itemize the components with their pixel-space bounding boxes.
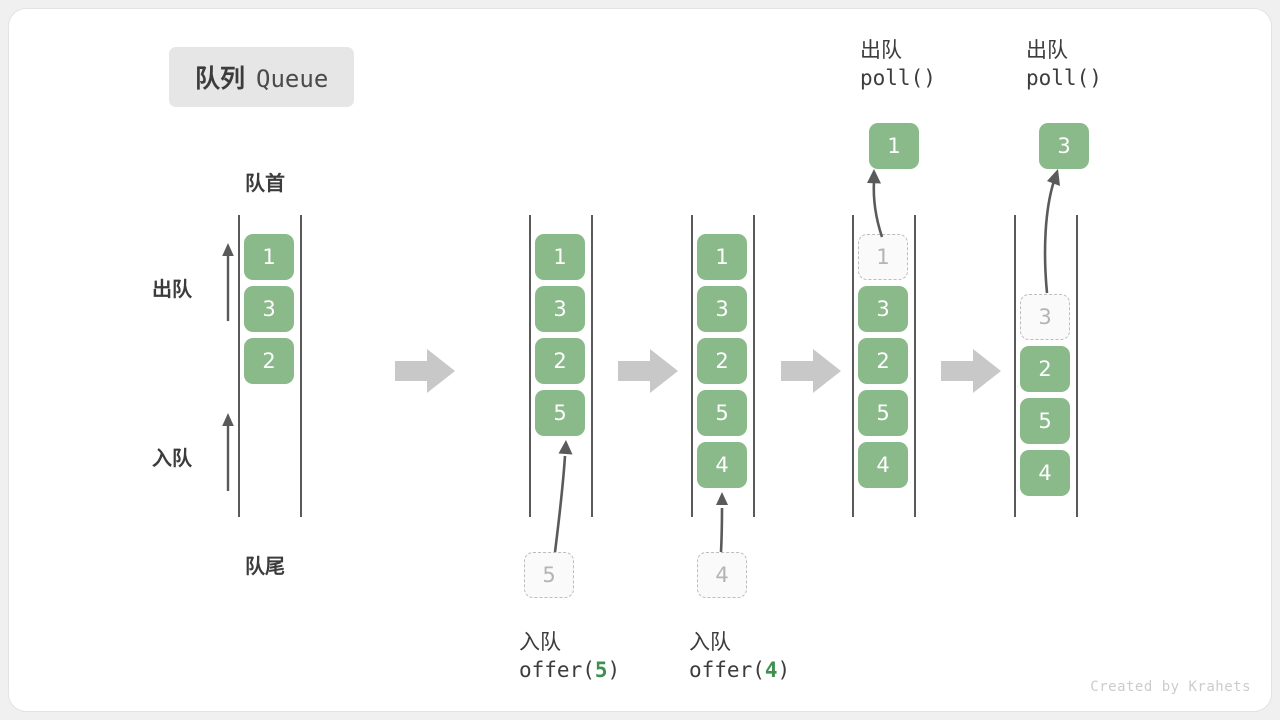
step-arrow-icon (395, 349, 455, 393)
queue-rail-left-col5 (1014, 215, 1016, 517)
queue-cell: 5 (535, 390, 585, 436)
dequeue-direction-arrow-icon (222, 243, 234, 321)
queue-cell-removed: 3 (1020, 294, 1070, 340)
queue-cell: 5 (1020, 398, 1070, 444)
queue-cell: 1 (244, 234, 294, 280)
poll-1-cn: 出队 (860, 38, 902, 62)
title-english: Queue (256, 65, 329, 93)
queue-rail-right-col5 (1076, 215, 1078, 517)
queue-cell: 3 (244, 286, 294, 332)
popped-element: 3 (1039, 123, 1089, 169)
queue-rail-left-col2 (529, 215, 531, 517)
queue-rail-left-col1 (238, 215, 240, 517)
queue-cell: 3 (858, 286, 908, 332)
queue-cell: 4 (858, 442, 908, 488)
offer-5-operation-label: 入队 offer(5) (519, 629, 620, 684)
queue-cell: 4 (1020, 450, 1070, 496)
enqueue-direction-label: 入队 (152, 446, 192, 470)
diagram-title-badge: 队列 Queue (169, 47, 355, 107)
queue-cell: 2 (697, 338, 747, 384)
enqueue-arrow-icon (553, 440, 573, 553)
incoming-element-ghost: 4 (697, 552, 747, 598)
poll-2-cn: 出队 (1026, 38, 1068, 62)
offer-4-operation-label: 入队 offer(4) (689, 629, 790, 684)
queue-rail-right-col1 (300, 215, 302, 517)
queue-cell: 2 (535, 338, 585, 384)
queue-cell: 2 (1020, 346, 1070, 392)
queue-cell-removed: 1 (858, 234, 908, 280)
queue-cell: 3 (535, 286, 585, 332)
queue-cell: 5 (858, 390, 908, 436)
enqueue-arrow-icon (716, 492, 728, 553)
dequeue-arrow-icon (1043, 169, 1060, 294)
queue-tail-label: 队尾 (245, 554, 285, 578)
offer-4-cn: 入队 (689, 630, 731, 654)
step-arrow-icon (781, 349, 841, 393)
popped-element: 1 (869, 123, 919, 169)
queue-cell: 3 (697, 286, 747, 332)
enqueue-direction-arrow-icon (222, 413, 234, 491)
step-arrow-icon (941, 349, 1001, 393)
queue-rail-left-col4 (852, 215, 854, 517)
queue-cell: 2 (858, 338, 908, 384)
watermark-credit: Created by Krahets (1090, 679, 1251, 695)
queue-cell: 1 (697, 234, 747, 280)
poll-1-operation-label: 出队 poll() (860, 37, 936, 92)
dequeue-arrow-icon (867, 169, 884, 238)
queue-cell: 1 (535, 234, 585, 280)
offer-5-cn: 入队 (519, 630, 561, 654)
diagram-stage: 队列 Queue 队首 队尾 出队 入队 1 3 2 1 3 2 (9, 9, 1271, 711)
queue-rail-right-col2 (591, 215, 593, 517)
poll-1-code: poll() (860, 65, 936, 90)
step-arrow-icon (618, 349, 678, 393)
offer-5-code: offer(5) (519, 657, 621, 682)
queue-cell: 4 (697, 442, 747, 488)
queue-head-label: 队首 (245, 171, 285, 195)
offer-4-code: offer(4) (689, 657, 791, 682)
poll-2-operation-label: 出队 poll() (1026, 37, 1102, 92)
title-chinese: 队列 (195, 64, 246, 93)
queue-cell: 5 (697, 390, 747, 436)
diagram-card: 队列 Queue 队首 队尾 出队 入队 1 3 2 1 3 2 (8, 8, 1272, 712)
queue-rail-right-col4 (914, 215, 916, 517)
queue-rail-right-col3 (753, 215, 755, 517)
poll-2-code: poll() (1026, 65, 1102, 90)
dequeue-direction-label: 出队 (152, 277, 192, 301)
queue-rail-left-col3 (691, 215, 693, 517)
queue-cell: 2 (244, 338, 294, 384)
incoming-element-ghost: 5 (524, 552, 574, 598)
